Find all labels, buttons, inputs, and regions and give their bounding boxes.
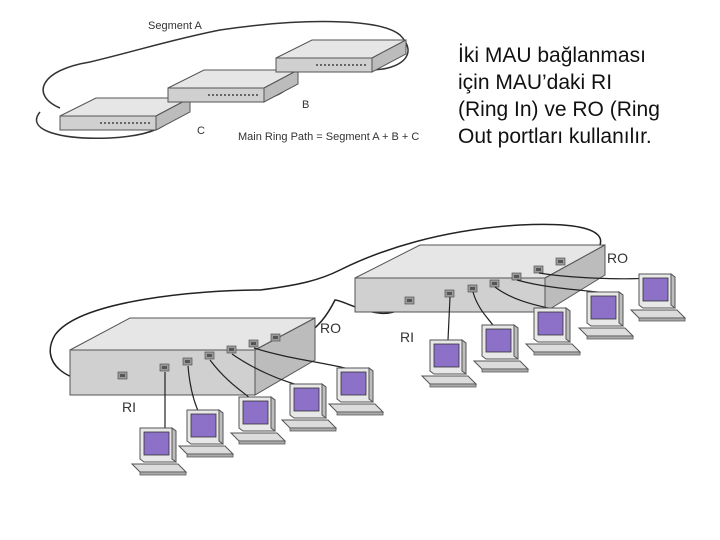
- workstation-9: [578, 291, 634, 340]
- caption-line-1: İki MAU bağlanması: [458, 44, 646, 67]
- caption-text: İki MAU bağlanması için MAU’daki RI (Rin…: [458, 42, 708, 150]
- left-mau: RI RO: [69, 317, 341, 415]
- workstation-4: [281, 383, 337, 432]
- left-mau-ri-label: RI: [122, 399, 136, 415]
- top-ring-diagram: Segment A B C Main Ring Path = Segment A…: [35, 20, 419, 143]
- segment-a-cable: [42, 20, 409, 109]
- right-mau-ri-label: RI: [400, 329, 414, 345]
- ring-path-label: Main Ring Path = Segment A + B + C: [238, 131, 419, 143]
- bottom-mau-diagram: RI RO RI RO: [49, 223, 686, 476]
- segment-a-label: Segment A: [148, 20, 202, 32]
- workstation-8: [525, 307, 581, 356]
- workstation-1: [131, 427, 187, 476]
- outer-ring-cable: [49, 223, 602, 386]
- workstation-10: [630, 273, 686, 322]
- workstation-7: [473, 324, 529, 373]
- workstation-5: [328, 367, 384, 416]
- hub-a: [275, 39, 407, 73]
- label-c: C: [197, 125, 205, 137]
- left-mau-ro-label: RO: [320, 320, 341, 336]
- workstation-3: [230, 396, 286, 445]
- hub-b: [167, 69, 299, 103]
- caption-line-3: (Ring In) ve RO (Ring: [458, 98, 660, 121]
- workstation-6: [421, 339, 477, 388]
- label-b: B: [302, 99, 309, 111]
- workstation-2: [178, 409, 234, 458]
- hub-c: [59, 97, 191, 131]
- caption-line-2: için MAU’daki RI: [458, 71, 613, 94]
- right-mau-ro-label: RO: [607, 250, 628, 266]
- caption-line-4: Out portları kullanılır.: [458, 125, 652, 148]
